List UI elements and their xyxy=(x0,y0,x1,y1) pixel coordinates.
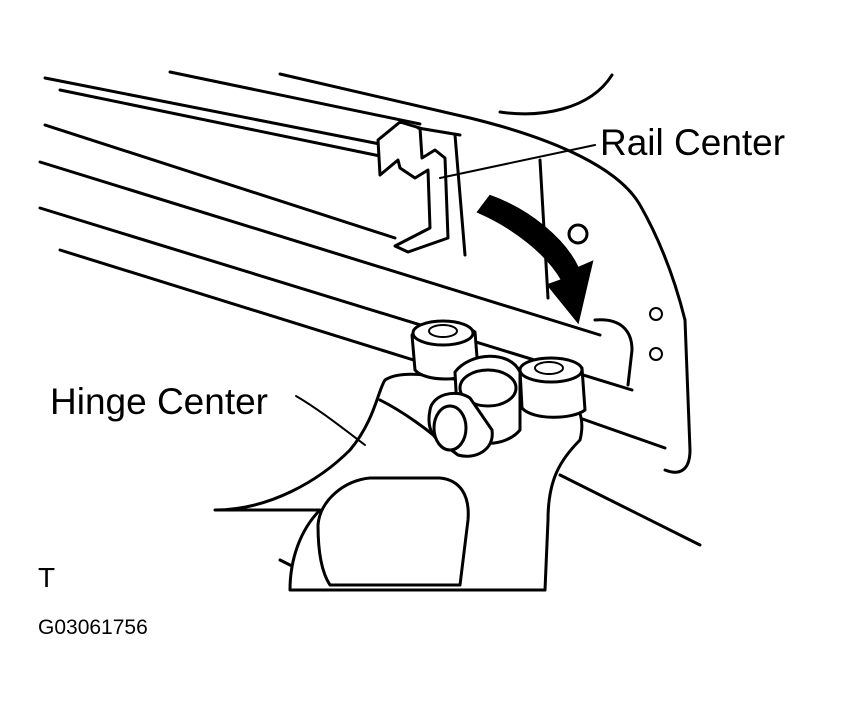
hinge-bolt-right-cap xyxy=(534,361,564,375)
rail-top-edge xyxy=(416,126,462,137)
panel-line-4 xyxy=(43,123,397,240)
panel-line-7 xyxy=(58,248,422,364)
rail-center-label: Rail Center xyxy=(600,122,786,163)
panel-line-9 xyxy=(558,473,702,547)
hinge-bolt-left-cap xyxy=(428,324,458,338)
rail-channel xyxy=(376,120,450,254)
panel-side-recess xyxy=(593,318,634,387)
panel-line-5 xyxy=(38,160,602,337)
panel-line-3 xyxy=(58,88,382,158)
figure-mark: T xyxy=(38,562,56,593)
panel-line-2 xyxy=(168,70,422,126)
hinge-cutout xyxy=(316,476,470,587)
panel-hole-1 xyxy=(567,223,589,245)
figure-code: G03061756 xyxy=(38,616,148,639)
direction-arrow-icon xyxy=(476,194,594,325)
panel-line-1 xyxy=(43,76,402,150)
body-panel-outline xyxy=(498,73,614,116)
hinge-roller-face xyxy=(458,368,518,408)
rail-vertical xyxy=(453,133,467,257)
hinge-center-leader xyxy=(295,395,366,446)
hinge-bolt-left-head xyxy=(411,319,475,347)
hinge-pin-end xyxy=(432,404,468,452)
hinge-center-label: Hinge Center xyxy=(50,381,269,422)
body-panel-rear xyxy=(663,318,692,474)
panel-hole-3 xyxy=(649,347,663,361)
body-panel-edge xyxy=(278,72,687,322)
rail-center-leader xyxy=(439,144,596,179)
panel-hole-2 xyxy=(649,307,663,321)
